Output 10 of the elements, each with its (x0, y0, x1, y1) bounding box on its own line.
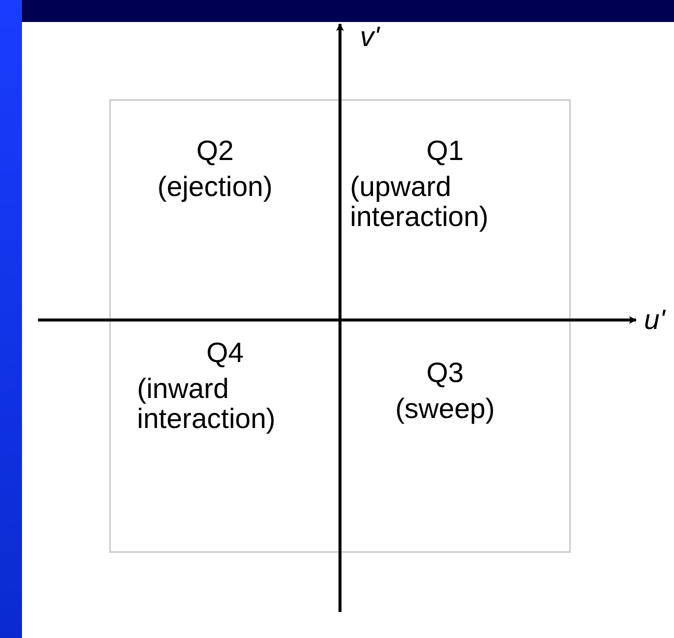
quadrant-name: (sweep) (394, 394, 496, 424)
quadrant-description: Q3 (425, 358, 465, 388)
quadrant-description: (upward interaction) (350, 172, 490, 232)
quadrant-name: (inward interaction) (137, 374, 277, 434)
quadrant-name: Q1 (425, 136, 465, 166)
quadrant-description: (ejection) (156, 172, 274, 202)
axis-label: u' (644, 305, 665, 335)
quadrant-description: Q4 (205, 338, 245, 368)
axis-label: v' (360, 22, 380, 52)
quadrant-name: Q2 (195, 136, 235, 166)
